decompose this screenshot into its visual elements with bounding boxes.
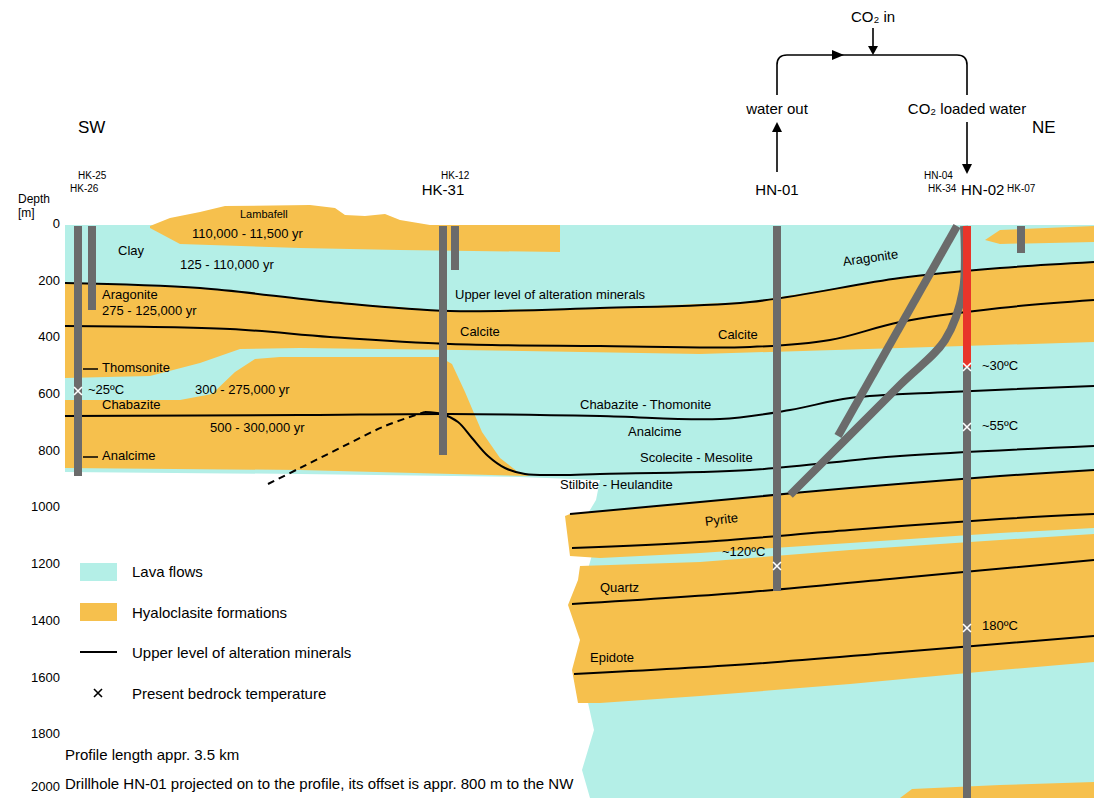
mineral-label: Quartz bbox=[600, 581, 639, 596]
injection-section bbox=[963, 226, 971, 367]
note: Profile length appr. 3.5 km bbox=[65, 746, 239, 763]
well-name: HK-12 bbox=[441, 170, 469, 182]
depth-value: 600 bbox=[38, 387, 60, 402]
age-label: 500 - 300,000 yr bbox=[210, 421, 305, 436]
mineral-label: Calcite bbox=[460, 325, 500, 340]
drillhole bbox=[88, 226, 96, 310]
well-name: HN-01 bbox=[755, 181, 798, 198]
flow-line bbox=[777, 55, 967, 95]
legend-line-sample bbox=[80, 651, 117, 653]
blank-ground bbox=[65, 472, 600, 798]
hyaloclasite-layer bbox=[65, 262, 1094, 378]
temperature-mark bbox=[74, 387, 82, 395]
legend-text: Hyaloclasite formations bbox=[132, 604, 287, 621]
drillhole bbox=[439, 226, 447, 455]
arrow-head bbox=[772, 122, 782, 132]
mineral-label: Epidote bbox=[590, 651, 634, 666]
alteration-level bbox=[572, 514, 1094, 548]
hyaloclasite-layer bbox=[568, 534, 1094, 703]
legend-text: Upper level of alteration minerals bbox=[132, 644, 351, 661]
depth-value: 1200 bbox=[31, 557, 60, 572]
well-name: HK-25 bbox=[78, 170, 106, 182]
mineral-label: Scolecite - Mesolite bbox=[640, 451, 753, 466]
depth-value: 400 bbox=[38, 330, 60, 345]
alteration-level bbox=[425, 412, 1094, 475]
mineral-label: Chabazite - Thomonite bbox=[580, 398, 711, 413]
drillhole bbox=[963, 366, 971, 798]
legend-swatch bbox=[80, 603, 117, 621]
legend-text: Lava flows bbox=[132, 563, 203, 580]
arrow-head bbox=[832, 50, 844, 60]
flow-line bbox=[776, 130, 778, 172]
drillhole bbox=[1017, 226, 1025, 253]
legend-text: Present bedrock temperature bbox=[132, 685, 326, 702]
drillhole bbox=[74, 226, 82, 476]
temperature-mark bbox=[963, 423, 971, 431]
temperature-mark bbox=[963, 624, 971, 632]
temperature-mark bbox=[773, 562, 781, 570]
temperature-mark bbox=[963, 363, 971, 371]
lava-ground bbox=[65, 225, 1094, 798]
depth-value: 1400 bbox=[31, 614, 60, 629]
well-name: HK-26 bbox=[70, 183, 98, 195]
mineral-label: Thomsonite bbox=[102, 361, 170, 376]
flow-label: CO₂ loaded water bbox=[908, 100, 1026, 117]
level-label: Upper level of alteration minerals bbox=[455, 288, 645, 303]
depth-value: 1000 bbox=[31, 500, 60, 515]
depth-value: 800 bbox=[38, 444, 60, 459]
legend-marker-sample bbox=[94, 689, 102, 697]
depth-value: 1600 bbox=[31, 671, 60, 686]
direction-label: NE bbox=[1032, 118, 1056, 138]
temperature-label: ~30ºC bbox=[982, 359, 1018, 374]
temperature-label: ~120ºC bbox=[722, 545, 765, 560]
alteration-level bbox=[65, 300, 1094, 348]
drillhole bbox=[790, 226, 965, 495]
age-label: 275 - 125,000 yr bbox=[102, 304, 197, 319]
well-name: HK-34 bbox=[928, 183, 956, 195]
alteration-level bbox=[572, 560, 1094, 604]
mineral-label: Chabazite bbox=[102, 398, 161, 413]
mineral-label: Aragonite bbox=[102, 288, 158, 303]
rock-label: Clay bbox=[118, 244, 144, 259]
age-label: 110,000 - 11,500 yr bbox=[192, 227, 303, 242]
depth-value: 200 bbox=[38, 274, 60, 289]
temperature-label: 180ºC bbox=[982, 619, 1018, 634]
drillhole bbox=[773, 226, 781, 591]
mineral-label: Calcite bbox=[718, 328, 758, 343]
place-name: Lambafell bbox=[240, 208, 288, 221]
arrow-head bbox=[868, 46, 878, 55]
drillhole bbox=[838, 226, 957, 436]
drillhole bbox=[451, 226, 459, 270]
hyaloclasite-layer bbox=[985, 226, 1094, 244]
flow-line bbox=[966, 122, 968, 166]
well-name: HN-02 bbox=[961, 181, 1004, 198]
well-name: HN-04 bbox=[924, 170, 953, 182]
depth-value: 2000 bbox=[31, 780, 60, 795]
leader-tick bbox=[83, 456, 98, 458]
flow-line bbox=[872, 28, 874, 48]
legend-swatch bbox=[80, 563, 117, 581]
flow-label: water out bbox=[746, 100, 808, 117]
note: Drillhole HN-01 projected on to the prof… bbox=[65, 775, 573, 792]
leader-tick bbox=[83, 368, 98, 370]
well-name: HK-07 bbox=[1007, 183, 1035, 195]
well-name: HK-31 bbox=[422, 181, 465, 198]
age-label: 300 - 275,000 yr bbox=[195, 383, 290, 398]
temperature-label: ~55ºC bbox=[982, 419, 1018, 434]
direction-label: SW bbox=[78, 118, 105, 138]
flow-label: CO₂ in bbox=[851, 8, 895, 25]
mineral-label: Analcime bbox=[102, 449, 155, 464]
mineral-label: Stilbite - Heulandite bbox=[560, 478, 673, 493]
age-label: 125 - 110,000 yr bbox=[180, 258, 274, 273]
depth-value: 0 bbox=[53, 217, 60, 232]
depth-value: 1800 bbox=[31, 727, 60, 742]
hyaloclasite-layer bbox=[900, 782, 1094, 798]
arrow-head bbox=[962, 164, 972, 174]
hyaloclasite-layer bbox=[150, 205, 560, 252]
mineral-label: Analcime bbox=[628, 425, 681, 440]
alteration-level bbox=[574, 636, 1094, 674]
temperature-label: ~25ºC bbox=[88, 383, 124, 398]
